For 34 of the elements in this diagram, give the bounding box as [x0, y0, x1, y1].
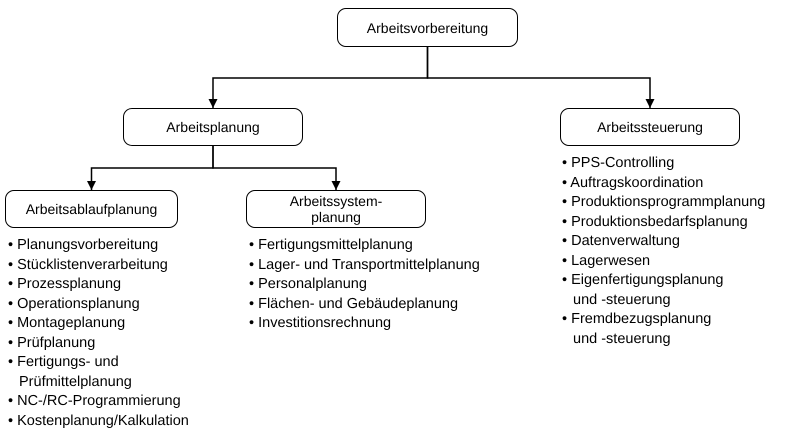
list-item: • Fremdbezugsplanung und -steuerung — [562, 310, 712, 348]
list-item: • Lagerwesen — [562, 252, 650, 270]
list-item: • Investitionsrechnung — [249, 314, 392, 333]
list-item: • Kostenplanung/Kalkulation — [8, 412, 189, 430]
list-item: • Produktionsbedarfsplanung — [562, 212, 748, 232]
list-item: • PPS-Controlling — [562, 154, 674, 173]
list-item: • Fertigungs- und Prüfmittelplanung — [8, 353, 133, 392]
box-label: Arbeitssystem-planung — [288, 193, 384, 225]
list-item: • Montageplanung — [8, 314, 126, 333]
list-item: • Lager- und Transportmittelplanung — [249, 256, 480, 274]
list-item: • Planungsvorbereitung — [8, 236, 158, 255]
box-label: Arbeitsablaufplanung — [26, 201, 158, 217]
box-label: Arbeitssteuerung — [597, 119, 703, 135]
rounded-box — [246, 190, 426, 228]
list-item: • Operationsplanung — [8, 294, 140, 314]
list-item: • Datenverwaltung — [562, 232, 680, 251]
list-item: • Auftragskoordination — [562, 174, 704, 192]
list-item: • Eigenfertigungsplanung und -steuerung — [562, 271, 724, 310]
rounded-box — [5, 190, 178, 228]
box-label: Arbeitsplanung — [166, 119, 260, 135]
list-item: • Prozessplanung — [8, 275, 122, 294]
list-item: • Personalplanung — [249, 275, 367, 294]
list-item: • Flächen- und Gebäudeplanung — [249, 294, 458, 314]
list-item: • Produktionsprogrammplanung — [562, 193, 766, 212]
box-label: Arbeitsvorbereitung — [366, 20, 488, 36]
arrow — [426, 47, 654, 108]
list-item: • NC-/RC-Programmierung — [8, 392, 181, 411]
list-item: • Prüfplanung — [8, 334, 96, 352]
arrow — [212, 146, 340, 190]
rounded-box — [337, 8, 518, 47]
list-item: • Fertigungsmittelplanung — [249, 236, 413, 255]
list-item: • Stücklistenverarbeitung — [8, 256, 168, 274]
rounded-box — [123, 108, 303, 146]
rounded-box — [560, 108, 740, 146]
